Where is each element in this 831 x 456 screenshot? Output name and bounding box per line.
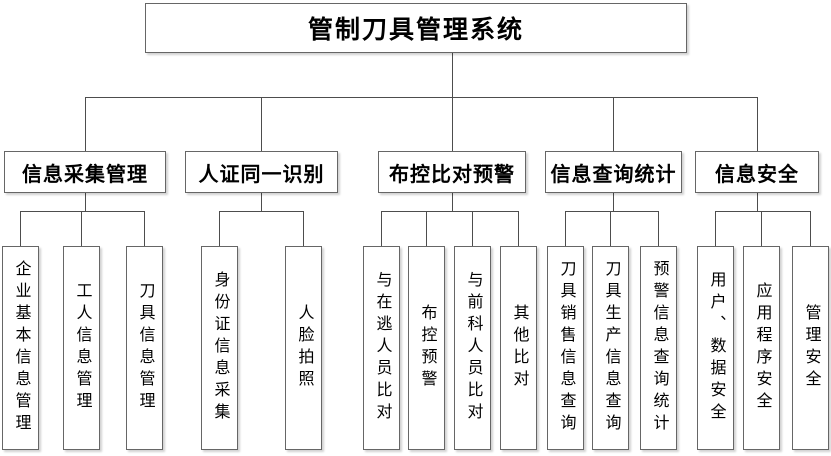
leaf-node-worker-info: 工人信息管理 [63, 246, 100, 450]
leaf-label: 企业基本信息管理 [12, 260, 30, 436]
connector-bus-group-1 [20, 211, 144, 212]
leaf-label: 与前科人员比对 [464, 271, 482, 425]
leaf-label: 用户、数据安全 [707, 271, 725, 425]
leaf-label: 刀具信息管理 [136, 282, 154, 414]
leaf-node-knife-production-query: 刀具生产信息查询 [592, 246, 629, 450]
connector-drop-leaf [81, 211, 82, 246]
connector-stub-group-2 [261, 193, 262, 211]
leaf-node-management-security: 管理安全 [792, 246, 829, 450]
leaf-node-application-security: 应用程序安全 [743, 246, 780, 450]
leaf-label: 与在逃人员比对 [373, 271, 391, 425]
branch-node-info-query-statistics: 信息查询统计 [545, 151, 682, 193]
connector-drop-leaf [715, 211, 716, 246]
leaf-node-knife-sales-query: 刀具销售信息查询 [547, 246, 584, 450]
connector-drop-leaf [610, 211, 611, 246]
leaf-node-surveillance-warning: 布控预警 [408, 246, 445, 450]
connector-drop-branch-3 [452, 97, 453, 151]
branch-node-info-security: 信息安全 [695, 151, 819, 193]
leaf-node-id-card-collection: 身份证信息采集 [201, 246, 238, 450]
leaf-node-user-data-security: 用户、数据安全 [697, 246, 734, 450]
leaf-node-fugitive-compare: 与在逃人员比对 [363, 246, 400, 450]
connector-drop-leaf [426, 211, 427, 246]
branch-label: 人证同一识别 [198, 163, 325, 186]
root-node: 管制刀具管理系统 [145, 3, 687, 53]
leaf-label: 人脸拍照 [295, 304, 313, 392]
leaf-label: 应用程序安全 [753, 282, 771, 414]
connector-bus-level2 [85, 97, 757, 98]
connector-drop-branch-1 [85, 97, 86, 151]
leaf-label: 刀具生产信息查询 [602, 260, 620, 436]
branch-label: 信息查询统计 [550, 163, 677, 186]
leaf-node-face-photo: 人脸拍照 [285, 246, 322, 450]
leaf-label: 身份证信息采集 [211, 271, 229, 425]
leaf-label: 管理安全 [802, 304, 820, 392]
leaf-label: 布控预警 [418, 304, 436, 392]
leaf-label: 其他比对 [510, 304, 528, 392]
leaf-node-criminal-record-compare: 与前科人员比对 [454, 246, 491, 450]
branch-node-person-id-recognition: 人证同一识别 [185, 151, 338, 193]
branch-label: 信息安全 [715, 163, 799, 186]
connector-bus-group-3 [381, 211, 518, 212]
connector-root-stub [452, 53, 453, 97]
branch-label: 布控比对预警 [389, 163, 515, 186]
connector-drop-leaf [810, 211, 811, 246]
branch-node-surveillance-compare-warning: 布控比对预警 [378, 151, 526, 193]
leaf-label: 刀具销售信息查询 [557, 260, 575, 436]
leaf-label: 预警信息查询统计 [650, 260, 668, 436]
connector-drop-branch-5 [757, 97, 758, 151]
leaf-node-other-compare: 其他比对 [500, 246, 537, 450]
connector-bus-group-5 [715, 211, 810, 212]
connector-drop-leaf [761, 211, 762, 246]
connector-bus-group-4 [565, 211, 658, 212]
leaf-node-knife-info: 刀具信息管理 [126, 246, 163, 450]
connector-drop-branch-4 [613, 97, 614, 151]
connector-drop-leaf [472, 211, 473, 246]
connector-drop-leaf [20, 211, 21, 246]
connector-stub-group-4 [613, 193, 614, 211]
branch-label: 信息采集管理 [22, 163, 148, 186]
connector-drop-leaf [381, 211, 382, 246]
connector-drop-branch-2 [261, 97, 262, 151]
connector-drop-leaf [303, 211, 304, 246]
root-label: 管制刀具管理系统 [307, 17, 524, 44]
branch-node-info-collection: 信息采集管理 [4, 151, 166, 193]
connector-stub-group-1 [85, 193, 86, 211]
connector-stub-group-5 [757, 193, 758, 211]
connector-stub-group-3 [452, 193, 453, 211]
connector-drop-leaf [518, 211, 519, 246]
connector-drop-leaf [658, 211, 659, 246]
connector-drop-leaf [219, 211, 220, 246]
connector-drop-leaf [144, 211, 145, 246]
leaf-node-warning-info-query-stats: 预警信息查询统计 [640, 246, 677, 450]
leaf-node-enterprise-basic-info: 企业基本信息管理 [2, 246, 39, 450]
connector-bus-group-2 [219, 211, 303, 212]
connector-drop-leaf [565, 211, 566, 246]
leaf-label: 工人信息管理 [73, 282, 91, 414]
